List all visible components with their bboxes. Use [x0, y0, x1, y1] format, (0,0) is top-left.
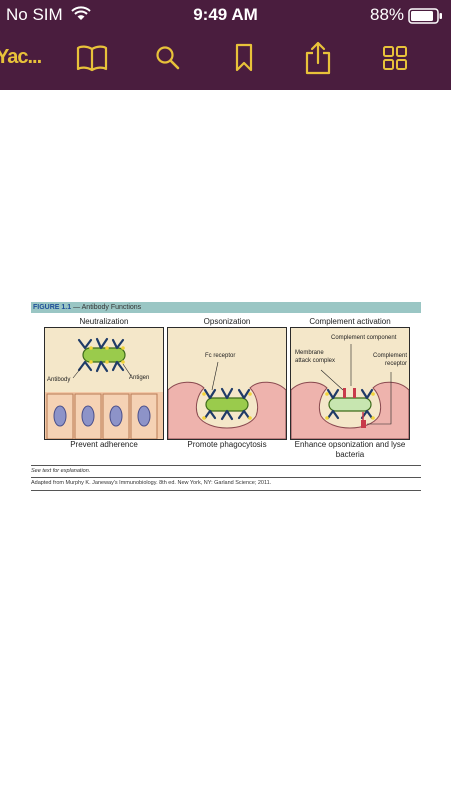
label-membrane-attack-complex: Membrane attack complex: [295, 350, 336, 364]
opsonization-illustration: [168, 361, 286, 439]
figure-note: See text for explanation.: [31, 468, 91, 474]
panel-title-complement: Complement activation: [309, 317, 391, 326]
bookmark-icon[interactable]: [224, 38, 264, 78]
figure-title: — Antibody Functions: [71, 304, 142, 311]
caption-complement: Enhance opsonization and lyse bacteria: [294, 440, 406, 459]
figure-rule-bottom: [31, 490, 421, 491]
book-icon[interactable]: [72, 38, 112, 78]
share-icon[interactable]: [298, 38, 338, 78]
neutralization-illustration: [45, 337, 163, 439]
reader-toolbar: Yac...: [0, 38, 451, 80]
figure-antibody-functions: FIGURE 1.1 — Antibody Functions Neutrali…: [31, 302, 421, 492]
carrier-label: No SIM: [6, 5, 63, 24]
figure-source: Adapted from Murphy K. Janeway's Immunob…: [31, 480, 272, 486]
panel-title-neutralization: Neutralization: [79, 317, 129, 326]
label-fc-receptor: Fc receptor: [205, 353, 236, 359]
panel-opsonization: Fc receptor: [167, 327, 287, 440]
back-button[interactable]: Yac...: [0, 46, 42, 68]
figure-rule-top: [31, 465, 421, 466]
complement-illustration: [291, 344, 409, 439]
status-bar: No SIM 9:49 AM 88%: [0, 0, 451, 30]
panel-complement-activation: Complement component Membrane attack com…: [290, 327, 410, 440]
label-antibody: Antibody: [47, 377, 71, 383]
panel-neutralization: Antibody Antigen: [44, 327, 164, 440]
wifi-icon: [71, 6, 91, 26]
search-icon[interactable]: [148, 38, 188, 78]
label-complement-receptor: Complement receptor: [372, 353, 407, 367]
caption-opsonization: Promote phagocytosis: [187, 440, 267, 449]
clock: 9:49 AM: [193, 5, 258, 24]
panel-title-opsonization: Opsonization: [203, 317, 251, 326]
figure-number: FIGURE 1.1: [33, 304, 72, 311]
caption-neutralization: Prevent adherence: [70, 440, 138, 449]
label-complement-component: Complement component: [331, 335, 397, 341]
top-bar: No SIM 9:49 AM 88% Yac...: [0, 0, 451, 90]
figure-rule-middle: [31, 477, 421, 478]
battery-icon: [408, 8, 444, 29]
label-antigen: Antigen: [129, 375, 150, 381]
battery-percent: 88%: [370, 5, 405, 24]
figure-header: FIGURE 1.1 — Antibody Functions: [31, 302, 421, 313]
grid-icon[interactable]: [375, 38, 415, 78]
